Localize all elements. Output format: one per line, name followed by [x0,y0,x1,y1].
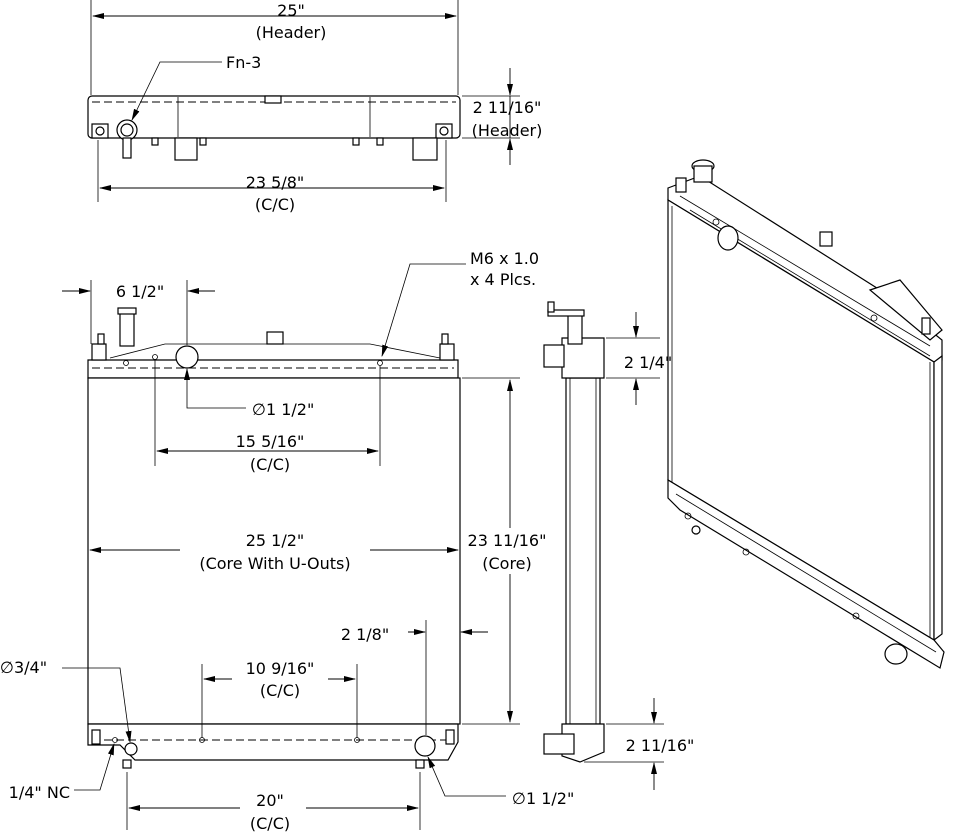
inlet-pipe [175,345,199,369]
core-width-note: (Core With U-Outs) [199,554,350,573]
side-view: 2 1/4" 2 11/16" [543,301,695,790]
bolt-label-1: M6 x 1.0 [470,249,539,268]
bottom-bolt-cc-note: (C/C) [260,681,300,700]
header-width-label: 25" [277,1,305,20]
bottom-mount-cc-label: 20" [256,791,284,810]
fill-neck-front [119,311,135,347]
fill-neck-label: Fn-3 [226,53,261,72]
top-tank-depth-label: 2 1/4" [624,353,672,372]
core-height-label: 23 11/16" [468,531,547,550]
bottom-bolt-cc-label: 10 9/16" [246,659,315,678]
drain-thread-label: 1/4" NC [9,783,70,802]
bolt-label-2: x 4 Plcs. [470,270,536,289]
header-height-note: (Header) [472,121,543,140]
outlet-diameter-label: ∅1 1/2" [512,789,574,808]
mount-cc-note: (C/C) [255,195,295,214]
iso-inlet [717,225,739,251]
core-height-note: (Core) [482,554,532,573]
outlet-pipe [414,735,436,757]
drain-diameter-label: ∅3/4" [0,658,47,677]
front-view: M6 x 1.0 x 4 Plcs. 6 1/2" ∅1 1/2" 15 5/1… [0,249,574,834]
outlet-offset-label: 2 1/8" [341,625,389,644]
top-bolt-cc-label: 15 5/16" [236,432,305,451]
bottom-mount-cc-note: (C/C) [250,814,290,833]
inlet-offset-label: 6 1/2" [116,282,164,301]
mount-cc-label: 23 5/8" [246,173,305,192]
drain-cock [124,742,138,756]
top-view: 25" (Header) Fn-3 2 11/16" (Header) 23 5… [87,0,543,214]
core-width-label: 25 1/2" [246,531,305,550]
bottom-tank-depth-label: 2 11/16" [626,736,695,755]
isometric-view [667,159,945,669]
header-width-note: (Header) [256,23,327,42]
inlet-diameter-label: ∅1 1/2" [252,400,314,419]
header-height-label: 2 11/16" [473,98,542,117]
iso-outlet [884,643,908,665]
top-bolt-cc-note: (C/C) [250,455,290,474]
